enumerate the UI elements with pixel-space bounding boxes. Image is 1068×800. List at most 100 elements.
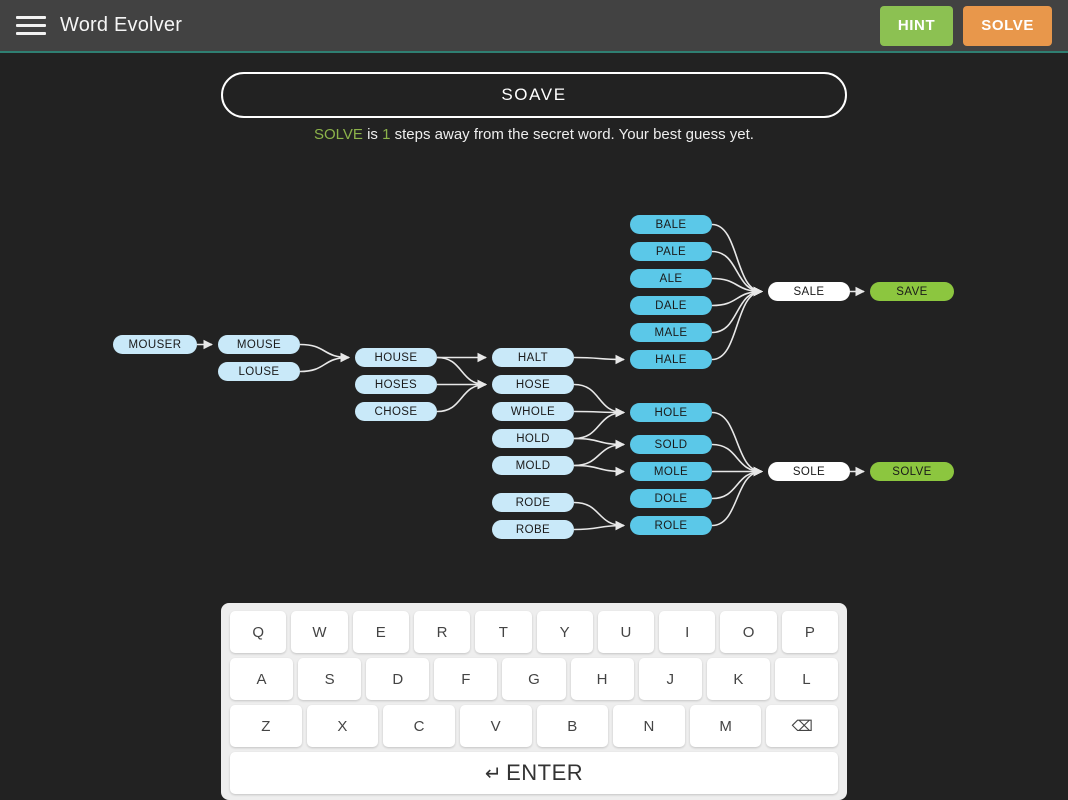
word-graph: MOUSER MOUSE LOUSE HOUSE HOSES CHOSE HALT HOSE W…	[0, 180, 1068, 570]
graph-edge	[573, 437, 625, 450]
graph-node-label: MOUSER	[128, 338, 182, 351]
graph-edge	[573, 501, 625, 531]
hint-button[interactable]: HINT	[879, 5, 954, 46]
key-a[interactable]: A	[230, 658, 294, 700]
graph-node-role[interactable]: ROLE	[630, 516, 712, 535]
graph-node-chose[interactable]: CHOSE	[355, 402, 437, 421]
key-q[interactable]: Q	[230, 611, 287, 653]
key-f[interactable]: F	[434, 658, 498, 700]
graph-node-mold[interactable]: MOLD	[492, 456, 574, 475]
graph-edge	[436, 379, 487, 413]
graph-node-pale[interactable]: PALE	[630, 242, 712, 261]
graph-node-label: MALE	[654, 326, 688, 339]
graph-node-label: SOLD	[654, 438, 688, 451]
graph-node-hold[interactable]: HOLD	[492, 429, 574, 448]
key-u[interactable]: U	[597, 611, 655, 653]
graph-edge	[573, 520, 625, 531]
key-e[interactable]: E	[352, 611, 409, 653]
graph-node-label: LOUSE	[238, 365, 280, 378]
graph-node-sole[interactable]: SOLE	[768, 462, 850, 481]
graph-node-louse[interactable]: LOUSE	[218, 362, 300, 381]
page-title: Word Evolver	[60, 14, 183, 36]
backspace-icon[interactable]: ⌫	[766, 705, 838, 747]
key-r[interactable]: R	[413, 611, 471, 653]
graph-node-hole[interactable]: HOLE	[630, 403, 712, 422]
graph-node-label: CHOSE	[374, 405, 418, 418]
graph-node-label: SALE	[793, 285, 825, 298]
status-word: SOLVE	[314, 126, 363, 143]
graph-node-house[interactable]: HOUSE	[355, 348, 437, 367]
status-steps: 1	[382, 126, 391, 143]
graph-edge	[711, 443, 763, 477]
hamburger-menu-icon[interactable]	[16, 14, 46, 38]
graph-node-label: SAVE	[896, 285, 928, 298]
key-p[interactable]: P	[781, 611, 838, 653]
enter-key[interactable]: ↵ENTER	[230, 752, 838, 794]
status-prefix: is	[367, 126, 378, 143]
key-c[interactable]: C	[383, 705, 455, 747]
graph-node-label: HALE	[655, 353, 687, 366]
graph-node-mouser[interactable]: MOUSER	[113, 335, 197, 354]
graph-node-label: SOLVE	[892, 465, 932, 478]
key-s[interactable]: S	[298, 658, 362, 700]
graph-node-male[interactable]: MALE	[630, 323, 712, 342]
graph-node-label: HALT	[517, 351, 549, 364]
key-h[interactable]: H	[570, 658, 634, 700]
graph-node-hale[interactable]: HALE	[630, 350, 712, 369]
key-j[interactable]: J	[638, 658, 702, 700]
key-z[interactable]: Z	[230, 705, 302, 747]
keyboard-row-enter: ↵ENTER	[230, 752, 838, 794]
graph-edge	[711, 466, 763, 500]
key-t[interactable]: T	[475, 611, 532, 653]
key-x[interactable]: X	[306, 705, 379, 747]
graph-edge	[711, 223, 763, 297]
graph-node-hose[interactable]: HOSE	[492, 375, 574, 394]
graph-edge	[711, 466, 763, 527]
graph-node-mouse[interactable]: MOUSE	[218, 335, 300, 354]
graph-node-bale[interactable]: BALE	[630, 215, 712, 234]
graph-edges	[197, 223, 865, 531]
key-v[interactable]: V	[459, 705, 532, 747]
graph-node-label: SOLE	[792, 465, 826, 478]
header-actions: HINT SOLVE	[879, 5, 1068, 46]
graph-edge	[436, 356, 487, 390]
key-o[interactable]: O	[720, 611, 777, 653]
key-b[interactable]: B	[536, 705, 609, 747]
graph-node-halt[interactable]: HALT	[492, 348, 574, 367]
graph-edge	[573, 464, 625, 477]
key-y[interactable]: Y	[536, 611, 593, 653]
graph-node-dole[interactable]: DOLE	[630, 489, 712, 508]
graph-node-whole[interactable]: WHOLE	[492, 402, 574, 421]
current-guess-input[interactable]: SOAVE	[221, 72, 847, 118]
key-k[interactable]: K	[706, 658, 770, 700]
graph-node-dale[interactable]: DALE	[630, 296, 712, 315]
key-l[interactable]: L	[774, 658, 838, 700]
graph-node-robe[interactable]: ROBE	[492, 520, 574, 539]
graph-node-solve[interactable]: SOLVE	[870, 462, 954, 481]
key-d[interactable]: D	[366, 658, 430, 700]
graph-node-label: HOLD	[516, 432, 550, 445]
key-m[interactable]: M	[689, 705, 762, 747]
graph-node-label: HOUSE	[374, 351, 418, 364]
solve-button[interactable]: SOLVE	[963, 5, 1052, 46]
graph-edge	[711, 411, 763, 477]
graph-edge	[573, 383, 625, 418]
key-w[interactable]: W	[291, 611, 348, 653]
key-g[interactable]: G	[502, 658, 566, 700]
graph-node-ale[interactable]: ALE	[630, 269, 712, 288]
graph-node-mole[interactable]: MOLE	[630, 462, 712, 481]
graph-node-sale[interactable]: SALE	[768, 282, 850, 301]
graph-node-hoses[interactable]: HOSES	[355, 375, 437, 394]
graph-node-label: WHOLE	[510, 405, 556, 418]
graph-node-label: ALE	[659, 272, 683, 285]
key-n[interactable]: N	[613, 705, 685, 747]
graph-node-sold[interactable]: SOLD	[630, 435, 712, 454]
graph-node-save[interactable]: SAVE	[870, 282, 954, 301]
graph-node-label: BALE	[655, 218, 687, 231]
graph-node-rode[interactable]: RODE	[492, 493, 574, 512]
key-i[interactable]: I	[659, 611, 716, 653]
graph-edge	[573, 407, 625, 440]
